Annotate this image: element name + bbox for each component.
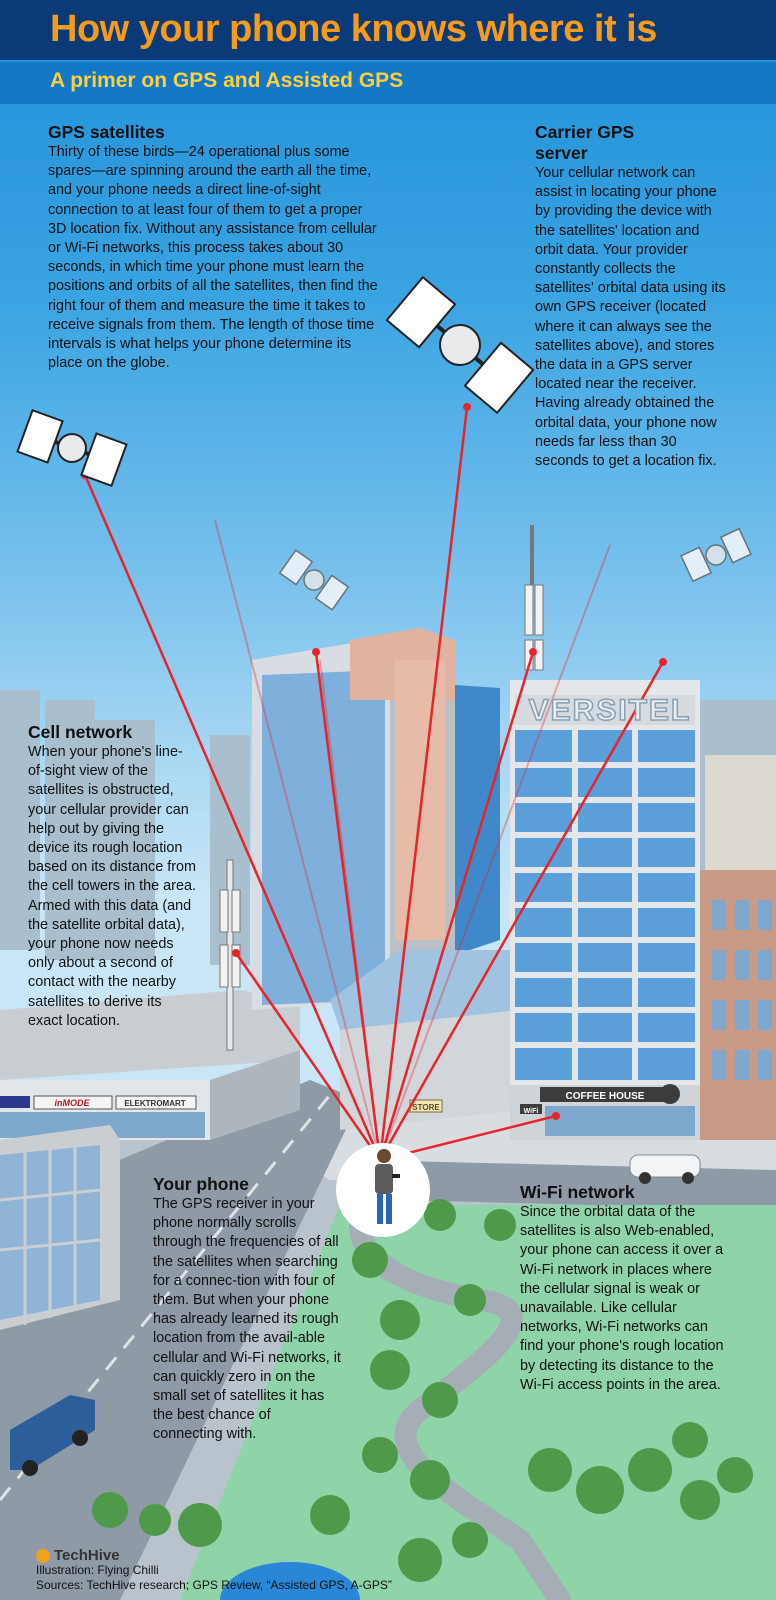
your-phone-text: The GPS receiver in your phone normally …: [153, 1196, 341, 1443]
foreground-building: [0, 1125, 120, 1330]
carrier-gps-server-section: Carrier GPS server Your cellular network…: [535, 122, 727, 471]
car-white: [629, 1154, 701, 1184]
cell-tower-left: [219, 859, 241, 1051]
wifi-network-heading: Wi-Fi network: [520, 1182, 635, 1202]
subtitle-bar: A primer on GPS and Assisted GPS: [0, 62, 776, 104]
gps-satellites-text: Thirty of these birds—24 operational plu…: [48, 144, 378, 372]
page-title: How your phone knows where it is: [50, 8, 657, 50]
cell-network-text: When your phone's line-of-sight view of …: [28, 744, 196, 1029]
satellite-icon: [16, 408, 128, 488]
store-sign: STORE: [412, 1103, 440, 1112]
right-brick-building: [700, 755, 776, 1140]
wifi-network-section: Wi-Fi network Since the orbital data of …: [520, 1182, 730, 1395]
gps-satellites-section: GPS satellites Thirty of these birds—24 …: [48, 122, 383, 373]
gps-satellites-heading: GPS satellites: [48, 122, 165, 142]
illustration-credit: Illustration: Flying Chilli: [36, 1563, 159, 1577]
techhive-brand-text: TechHive: [54, 1547, 120, 1564]
sources-credit: Sources: TechHive research; GPS Review, …: [36, 1578, 392, 1592]
versitel-sign: VERSITEL: [529, 694, 692, 727]
park-trees: [92, 1199, 753, 1582]
versitel-building: [510, 680, 700, 1140]
techhive-logo-icon: [36, 1548, 50, 1563]
satellite-icon: [680, 527, 752, 583]
brick-tower: [350, 628, 455, 940]
coffee-house-sign: COFFEE HOUSE: [566, 1091, 645, 1102]
carrier-gps-server-heading: Carrier GPS server: [535, 122, 635, 163]
wifi-network-text: Since the orbital data of the satellites…: [520, 1204, 724, 1393]
satellite-icon: [385, 275, 535, 415]
cell-network-heading: Cell network: [28, 722, 133, 742]
cell-network-section: Cell network When your phone's line-of-s…: [28, 722, 196, 1031]
cell-tower-right: [524, 525, 544, 671]
techhive-logo: TechHive: [36, 1548, 392, 1563]
blue-tower: [455, 685, 500, 955]
title-bar: How your phone knows where it is: [0, 0, 776, 60]
elektromart-sign: ELEKTROMART: [124, 1099, 185, 1108]
credits: TechHive Illustration: Flying Chilli Sou…: [36, 1548, 392, 1593]
phone-user: [336, 1143, 430, 1237]
satellite-icon: [278, 549, 350, 611]
carrier-gps-server-text: Your cellular network can assist in loca…: [535, 165, 726, 470]
wifi-logo-sign: WiFi: [524, 1108, 539, 1115]
pond: [220, 1562, 360, 1600]
your-phone-section: Your phone The GPS receiver in your phon…: [153, 1174, 343, 1445]
page-subtitle: A primer on GPS and Assisted GPS: [50, 69, 404, 92]
car-blue: [10, 1395, 95, 1476]
inmode-sign: inMODE: [55, 1098, 91, 1108]
your-phone-heading: Your phone: [153, 1174, 249, 1194]
